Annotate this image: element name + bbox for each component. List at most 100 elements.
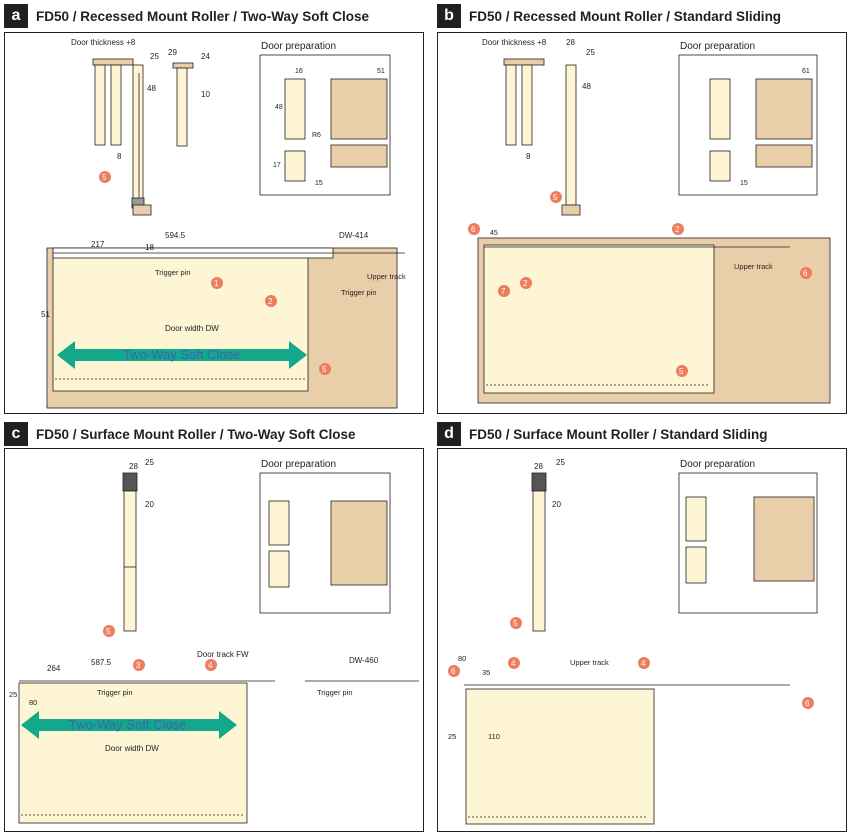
b-elevation (477, 237, 831, 404)
c-prep-box (259, 472, 391, 614)
dim-b-45: 45 (490, 230, 498, 237)
panel-a-title: FD50 / Recessed Mount Roller / Two-Way S… (36, 8, 370, 24)
c-door-track: Door track FW (197, 650, 249, 659)
callout-a-3: 2 (268, 297, 273, 306)
d-door-prep-label: Door preparation (680, 459, 755, 470)
callout-b-5: 7 (501, 287, 506, 296)
b-door-prep-label: Door preparation (680, 41, 755, 52)
prep-17: 17 (273, 162, 281, 169)
dim-a-594: 594.5 (165, 231, 186, 240)
callout-c-3: 4 (208, 661, 213, 670)
panel-c: c FD50 / Surface Mount Roller / Two-Way … (4, 422, 424, 832)
dw414-label: DW-414 (339, 231, 369, 240)
dim-b-48: 48 (582, 82, 591, 91)
trigger-pin-label: Trigger pin (155, 268, 191, 277)
callout-d-4: 6 (451, 667, 456, 676)
panel-d-drawing: 28 25 20 Door preparation Upper track 80… (448, 458, 818, 825)
upper-track-label: Upper track (367, 272, 406, 281)
panel-a-drawing: Door thickness +8 8 29 24 10 25 48 Door … (41, 38, 406, 409)
b-section (503, 58, 581, 216)
dim-c-20: 20 (145, 500, 154, 509)
callout-d-1: 5 (513, 619, 518, 628)
dim-d-25b: 25 (448, 732, 456, 741)
dim-a-8: 8 (117, 152, 122, 161)
panel-d-title: FD50 / Surface Mount Roller / Standard S… (469, 426, 768, 442)
c-two-way-arrow (21, 711, 237, 739)
c-two-way-label: Two-Way Soft Close (69, 717, 186, 732)
prep-r6: R6 (312, 132, 321, 139)
dim-a-51: 51 (41, 310, 50, 319)
dim-d-20: 20 (552, 500, 561, 509)
prep-48: 48 (275, 104, 283, 111)
callout-d-2: 4 (511, 659, 516, 668)
callouts-c: 5 3 4 (103, 625, 217, 671)
panel-c-title: FD50 / Surface Mount Roller / Two-Way So… (36, 426, 356, 442)
panel-d-header: d FD50 / Surface Mount Roller / Standard… (437, 422, 768, 446)
door-prep-label: Door preparation (261, 41, 336, 52)
callout-b-1: 5 (553, 193, 558, 202)
panel-b-frame: Door thickness +8 28 25 48 8 Door prepar… (437, 32, 847, 414)
dim-b-8: 8 (526, 152, 531, 161)
prep-51: 51 (377, 68, 385, 75)
dim-c-28: 28 (129, 462, 138, 471)
dim-a-24: 24 (201, 52, 210, 61)
b-prep-box (678, 54, 818, 196)
callout-b-3: 2 (675, 225, 680, 234)
panel-b-title: FD50 / Recessed Mount Roller / Standard … (469, 8, 782, 24)
dim-b-61: 61 (802, 68, 810, 75)
d-section (531, 472, 547, 632)
dim-a-48: 48 (147, 84, 156, 93)
panel-c-letter: c (4, 422, 28, 446)
panel-c-drawing: 28 25 20 Door preparation Door track FW … (9, 458, 419, 824)
dim-d-28: 28 (534, 462, 543, 471)
door-width-label: Door width DW (165, 324, 219, 333)
door-prep-box (259, 54, 391, 196)
panel-b-header: b FD50 / Recessed Mount Roller / Standar… (437, 4, 781, 28)
callout-b-6: 6 (803, 269, 808, 278)
callout-a-1: 5 (102, 173, 107, 182)
dim-a-18: 18 (145, 243, 154, 252)
callout-b-7: 5 (679, 367, 684, 376)
panel-b-drawing: Door thickness +8 28 25 48 8 Door prepar… (468, 38, 831, 404)
door-thickness-label: Door thickness +8 (71, 38, 136, 47)
panel-c-frame: 28 25 20 Door preparation Door track FW … (4, 448, 424, 832)
callout-a-2: 1 (214, 279, 219, 288)
c-elevation (18, 680, 419, 824)
trigger-pin-label-2: Trigger pin (341, 288, 377, 297)
dim-a-10: 10 (201, 90, 210, 99)
prep-16: 16 (295, 68, 303, 75)
panel-b-letter: b (437, 4, 461, 28)
c-trigger-pin: Trigger pin (97, 688, 133, 697)
dim-c-25: 25 (145, 458, 154, 467)
callouts-a: 5 1 2 5 (99, 171, 331, 375)
dim-c-80: 80 (29, 698, 37, 707)
d-prep-box (678, 472, 818, 614)
elevation-view (46, 247, 405, 409)
c-dw460: DW-460 (349, 656, 379, 665)
callouts-d: 5 4 4 6 6 (448, 617, 814, 709)
callout-d-5: 6 (805, 699, 810, 708)
section-views: Door thickness +8 (71, 38, 194, 216)
panel-d-letter: d (437, 422, 461, 446)
panel-a-header: a FD50 / Recessed Mount Roller / Two-Way… (4, 4, 369, 28)
dim-a-25: 25 (150, 52, 159, 61)
b-prep-15: 15 (740, 180, 748, 187)
panel-a-letter: a (4, 4, 28, 28)
b-upper-track: Upper track (734, 262, 773, 271)
dim-d-80: 80 (458, 654, 466, 663)
dim-a-29: 29 (168, 48, 177, 57)
dim-b-25: 25 (586, 48, 595, 57)
panel-c-header: c FD50 / Surface Mount Roller / Two-Way … (4, 422, 356, 446)
two-way-arrow (57, 341, 307, 369)
b-door-thickness: Door thickness +8 (482, 38, 547, 47)
dim-d-110: 110 (488, 732, 500, 741)
callout-c-1: 5 (106, 627, 111, 636)
two-way-label: Two-Way Soft Close (123, 347, 240, 362)
callout-d-3: 4 (641, 659, 646, 668)
dim-d-25: 25 (556, 458, 565, 467)
panel-a: a FD50 / Recessed Mount Roller / Two-Way… (4, 4, 424, 414)
panel-d: d FD50 / Surface Mount Roller / Standard… (437, 422, 847, 832)
c-trigger-pin-2: Trigger pin (317, 688, 353, 697)
panel-d-frame: 28 25 20 Door preparation Upper track 80… (437, 448, 847, 832)
dim-b-28: 28 (566, 38, 575, 47)
